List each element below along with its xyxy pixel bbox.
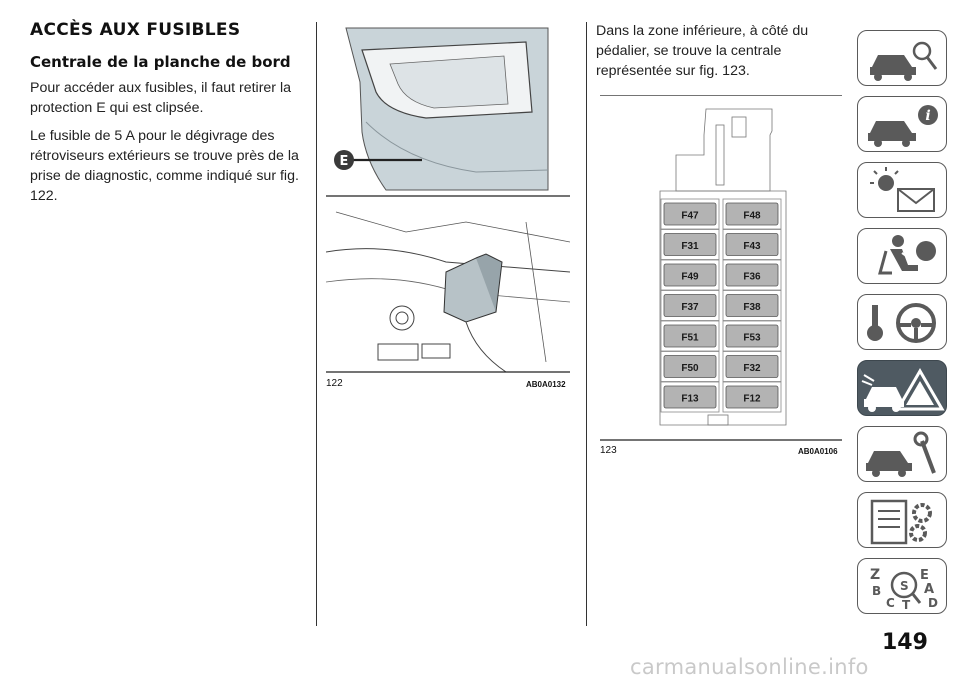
paragraph-3: Dans la zone inférieure, à côté du pédal… xyxy=(596,23,809,79)
svg-text:T: T xyxy=(902,598,911,612)
fuse-f37: F37 xyxy=(660,290,720,321)
fuse-label: F32 xyxy=(743,363,761,374)
fuse-f31: F31 xyxy=(660,229,720,260)
fuse-f49: F49 xyxy=(660,259,720,291)
fuse-f50: F50 xyxy=(660,351,720,382)
fuse-f51: F51 xyxy=(660,320,720,352)
column-divider-2 xyxy=(586,22,587,626)
key-steering-wheel-icon xyxy=(867,303,936,343)
svg-text:E: E xyxy=(920,568,929,583)
tab-lights-messages[interactable] xyxy=(857,162,947,218)
column-divider-1 xyxy=(316,22,317,626)
svg-text:Z: Z xyxy=(870,567,880,583)
paragraph-1: Pour accéder aux fusibles, il faut retir… xyxy=(30,80,292,116)
dashboard-fuse-access-illustration: E xyxy=(325,22,571,396)
chapter-tabs: i xyxy=(857,30,947,624)
light-envelope-icon xyxy=(870,167,935,212)
fuse-label: F47 xyxy=(681,211,699,222)
fuse-label: F37 xyxy=(681,302,699,313)
svg-text:C: C xyxy=(886,596,895,610)
alphabet-index-icon: Z E A B C T D S xyxy=(870,567,938,612)
text-column-right: Dans la zone inférieure, à côté du pédal… xyxy=(596,21,846,89)
watermark: carmanualsonline.info xyxy=(630,655,869,679)
tab-emergency[interactable] xyxy=(857,360,947,416)
fuse-f13: F13 xyxy=(660,381,720,413)
car-warning-triangle-icon xyxy=(861,368,945,412)
document-gear-icon xyxy=(870,499,932,545)
tab-safety-airbag[interactable] xyxy=(857,228,947,284)
tab-index[interactable]: Z E A B C T D S xyxy=(857,558,947,614)
fuse-label: F13 xyxy=(681,394,699,405)
fuse-label: F36 xyxy=(743,272,761,283)
paragraph-2: Le fusible de 5 A pour le dégivrage des … xyxy=(30,128,299,204)
fuse-f48: F48 xyxy=(722,198,782,230)
fuse-f53: F53 xyxy=(722,320,782,352)
svg-text:S: S xyxy=(900,579,909,593)
tab-technical-data[interactable] xyxy=(857,492,947,548)
fuse-label: F53 xyxy=(743,333,761,344)
fuse-label: F38 xyxy=(743,302,761,313)
svg-text:D: D xyxy=(928,596,938,610)
figure-123-code: AB0A0106 xyxy=(798,447,838,456)
tab-maintenance[interactable] xyxy=(857,426,947,482)
fuse-label: F50 xyxy=(681,363,699,374)
fuse-label: F49 xyxy=(681,272,699,283)
fuse-f43: F43 xyxy=(722,229,782,260)
tab-warning-info[interactable]: i xyxy=(857,96,947,152)
car-wrench-icon xyxy=(866,431,936,477)
tab-starting-driving[interactable] xyxy=(857,294,947,350)
figure-123-number: 123 xyxy=(600,445,617,456)
page-number: 149 xyxy=(882,630,928,655)
fuse-label: F12 xyxy=(743,394,761,405)
seat-airbag-icon xyxy=(878,235,936,275)
section-heading: ACCÈS AUX FUSIBLES xyxy=(30,20,241,40)
figure-122: E 122 AB0A0132 xyxy=(325,22,571,396)
fuse-label: F48 xyxy=(743,211,761,222)
fuse-f38: F38 xyxy=(722,290,782,321)
subsection-heading: Centrale de la planche de bord xyxy=(30,53,291,71)
fuse-label: F31 xyxy=(681,241,699,252)
tab-dashboard-controls[interactable] xyxy=(857,30,947,86)
svg-text:B: B xyxy=(872,584,881,598)
car-magnifier-icon xyxy=(870,41,938,81)
figure-122-code: AB0A0132 xyxy=(526,380,566,389)
fuse-label: F51 xyxy=(681,333,699,344)
fuse-f47: F47 xyxy=(660,198,720,230)
figure-122-number: 122 xyxy=(326,378,343,389)
callout-e-label: E xyxy=(340,154,349,169)
svg-text:i: i xyxy=(925,108,930,124)
fuse-f12: F12 xyxy=(722,381,782,413)
text-column-left: ACCÈS AUX FUSIBLES Centrale de la planch… xyxy=(30,20,300,214)
svg-text:A: A xyxy=(924,582,934,597)
car-info-icon: i xyxy=(868,105,938,147)
fuse-label: F43 xyxy=(743,241,761,252)
fuse-f36: F36 xyxy=(722,259,782,291)
fuse-f32: F32 xyxy=(722,351,782,382)
